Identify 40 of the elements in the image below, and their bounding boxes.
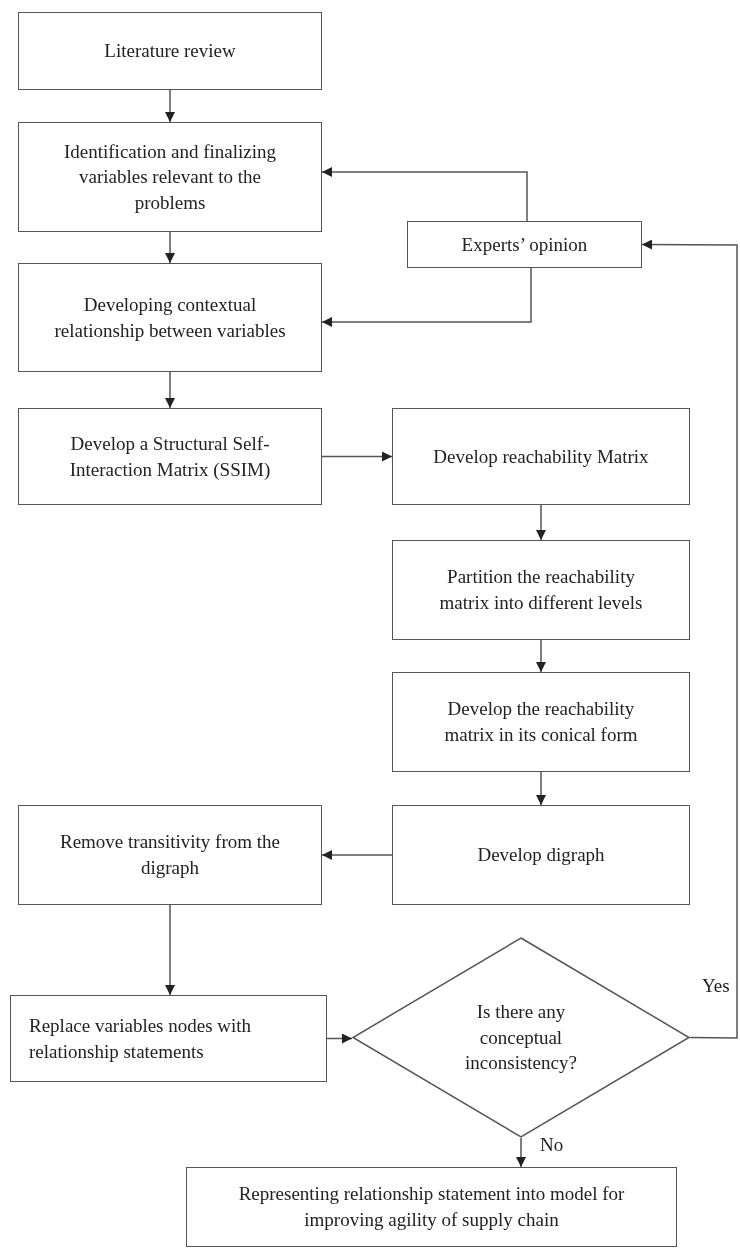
arrow [165,904,175,996]
node-text: Develop reachability Matrix [433,444,649,469]
process-box [392,672,690,772]
node-text: Identification and finalizing variables relevant to the problems [62,139,278,215]
arrow [536,639,546,673]
node-text: Partition the reachability matrix into different levels [438,565,644,615]
node-text: Representing relationship statement into model for improving agility of supply chain [237,1182,626,1232]
node-text: Develop a Structural Self-Interaction Matrix (SSIM) [68,431,272,482]
node-text: Remove transitivity from the digraph [58,830,281,880]
arrow [321,451,393,462]
process-box [18,122,322,232]
process-box [18,805,322,905]
process-box [10,995,327,1082]
arrow [321,167,528,222]
process-box [407,221,642,268]
process-box [18,408,322,505]
node-text: Literature review [104,39,236,64]
arrow [536,771,546,806]
arrow [326,1033,353,1044]
process-box [186,1167,677,1247]
arrow [165,231,175,264]
node-text: Replace variables nodes with relationship statements [29,1013,253,1064]
arrow [536,504,546,541]
arrow [321,850,393,860]
node-text: Is there any conceptual inconsistency? [464,1000,578,1076]
arrow [165,89,175,123]
arrow [641,239,738,1039]
node-text: Developing contextual relationship between variables [53,292,287,343]
process-box [18,12,322,90]
process-box [392,805,690,905]
node-text: Develop digraph [477,843,605,868]
arrow [516,1137,526,1168]
decision-diamond [352,937,690,1138]
process-box [392,408,690,505]
process-box [18,263,322,372]
node-text: Develop the reachability matrix in its conical form [443,697,639,747]
node-text: Experts’ opinion [461,232,588,257]
process-box [392,540,690,640]
arrow [165,371,175,409]
arrow [321,267,532,327]
